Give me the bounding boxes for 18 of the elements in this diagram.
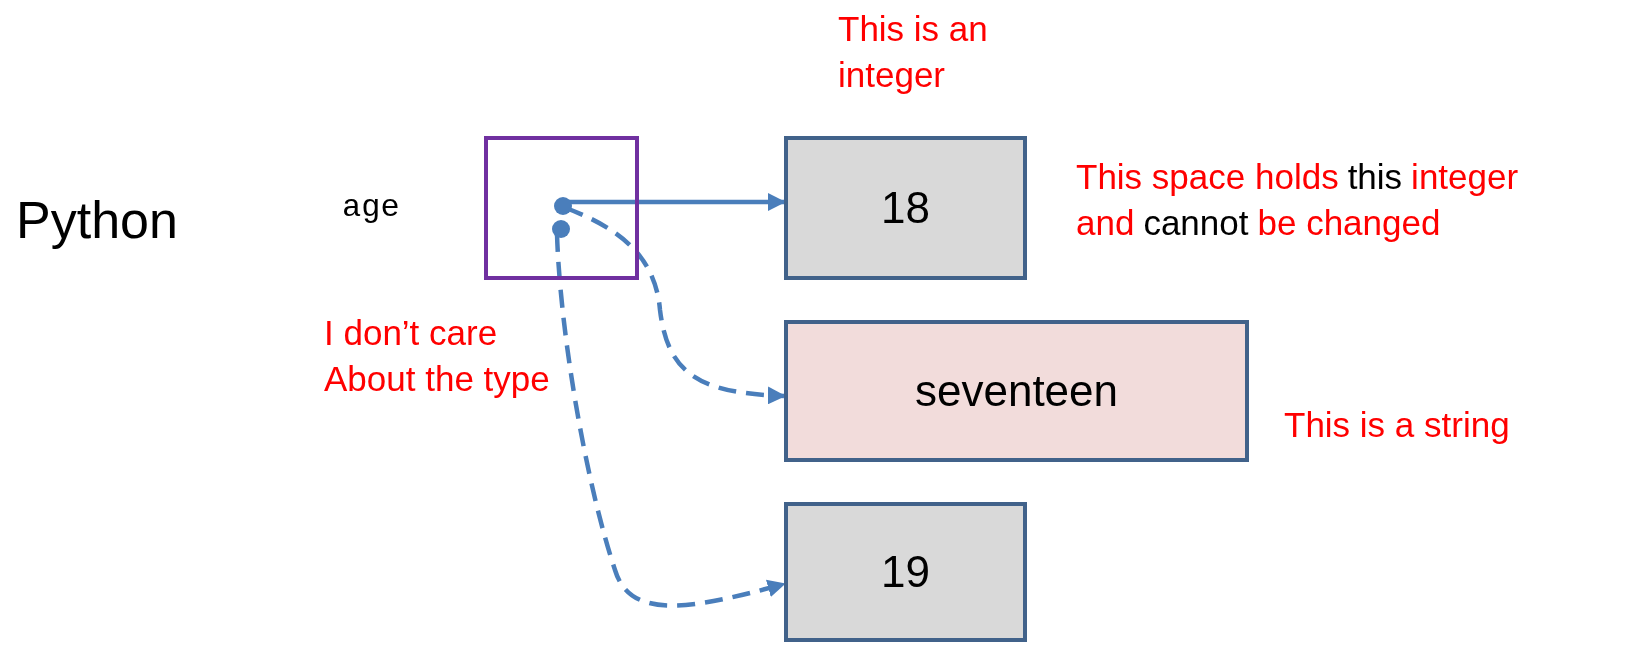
variable-box	[484, 136, 639, 280]
variable-name: age	[342, 192, 400, 224]
annotation-text: be changed	[1257, 201, 1441, 244]
arrow	[568, 193, 786, 211]
value-box	[784, 320, 1249, 462]
annotation-text: and	[1076, 201, 1135, 244]
annotation-text: this	[1347, 156, 1403, 198]
annotation-text: integer	[1411, 156, 1519, 198]
value-box	[784, 136, 1027, 280]
value-text: seventeen	[914, 369, 1119, 413]
annotation-text: This is a string	[1284, 404, 1510, 446]
annotation-text: I don’t care About the type	[324, 312, 551, 400]
annotation-text: This is an integer	[838, 8, 989, 96]
annotation-text: cannot	[1143, 201, 1249, 244]
value-box	[784, 502, 1027, 642]
value-text: 18	[881, 186, 930, 230]
annotation-text: This space holds	[1076, 156, 1339, 198]
value-text: 19	[881, 550, 930, 594]
